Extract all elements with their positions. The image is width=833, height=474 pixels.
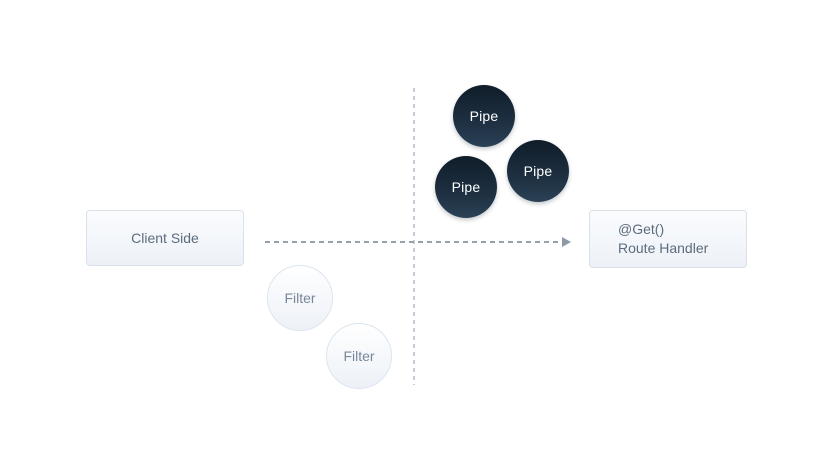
route-handler-node: @Get() Route Handler (589, 210, 747, 268)
pipe-label: Pipe (469, 108, 499, 124)
filter-label: Filter (343, 348, 375, 364)
request-flow-arrow (265, 237, 571, 247)
filter-label: Filter (284, 290, 316, 306)
client-side-label: Client Side (131, 229, 199, 246)
pipe-node: Pipe (507, 140, 569, 202)
vertical-dashed-divider (413, 88, 415, 385)
pipe-label: Pipe (523, 163, 553, 179)
dashed-line (265, 241, 562, 243)
filter-node: Filter (326, 323, 392, 389)
route-handler-label: Route Handler (618, 240, 709, 256)
arrowhead-icon (562, 237, 571, 247)
pipe-label: Pipe (451, 179, 481, 195)
pipe-node: Pipe (453, 85, 515, 147)
pipe-node: Pipe (435, 156, 497, 218)
filter-node: Filter (267, 265, 333, 331)
client-side-node: Client Side (86, 210, 244, 266)
route-decorator-label: @Get() (618, 221, 665, 237)
